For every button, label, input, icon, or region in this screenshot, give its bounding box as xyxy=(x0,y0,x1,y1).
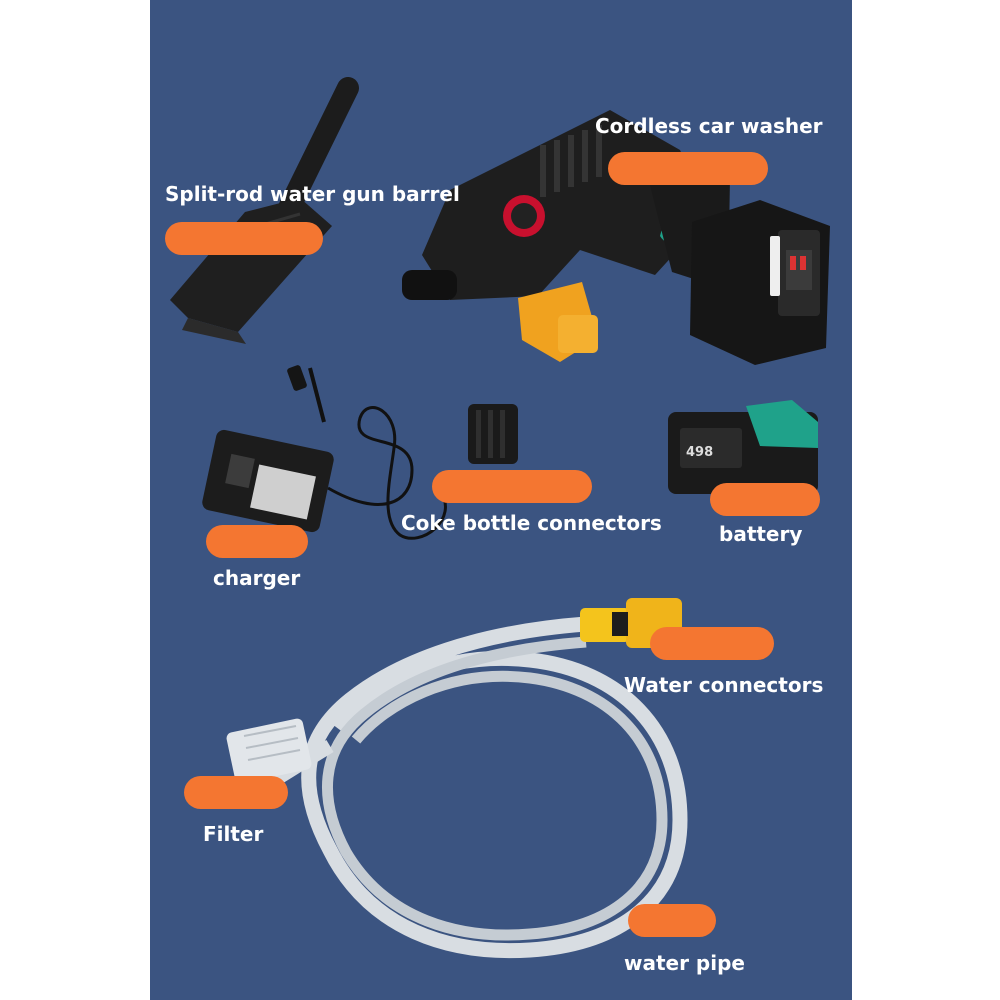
highlight-water-connectors xyxy=(650,627,774,660)
label-battery: battery xyxy=(719,522,803,546)
washer-gun-image xyxy=(402,110,830,365)
highlight-water-pipe xyxy=(628,904,716,937)
highlight-filter xyxy=(184,776,288,809)
water-pipe-image xyxy=(226,598,688,959)
label-water-pipe: water pipe xyxy=(624,951,745,975)
highlight-charger xyxy=(206,525,308,558)
label-filter: Filter xyxy=(203,822,264,846)
highlight-cordless-car-washer xyxy=(608,152,768,185)
label-cordless-car-washer: Cordless car washer xyxy=(595,114,823,138)
charger-image xyxy=(202,365,447,540)
product-panel: 498 Cordless car washer Split-rod water … xyxy=(150,0,852,1000)
battery-image: 498 xyxy=(668,400,818,494)
barrel-rod-image xyxy=(170,77,359,344)
coke-bottle-connector-image xyxy=(468,404,518,464)
label-charger: charger xyxy=(213,566,301,590)
highlight-split-rod-barrel xyxy=(165,222,323,255)
highlight-battery xyxy=(710,483,820,516)
battery-badge-text: 498 xyxy=(686,445,713,460)
label-split-rod-barrel: Split-rod water gun barrel xyxy=(165,182,460,206)
label-coke-bottle-connectors: Coke bottle connectors xyxy=(401,511,662,535)
label-water-connectors: Water connectors xyxy=(624,673,824,697)
highlight-coke-bottle-connectors xyxy=(432,470,592,503)
